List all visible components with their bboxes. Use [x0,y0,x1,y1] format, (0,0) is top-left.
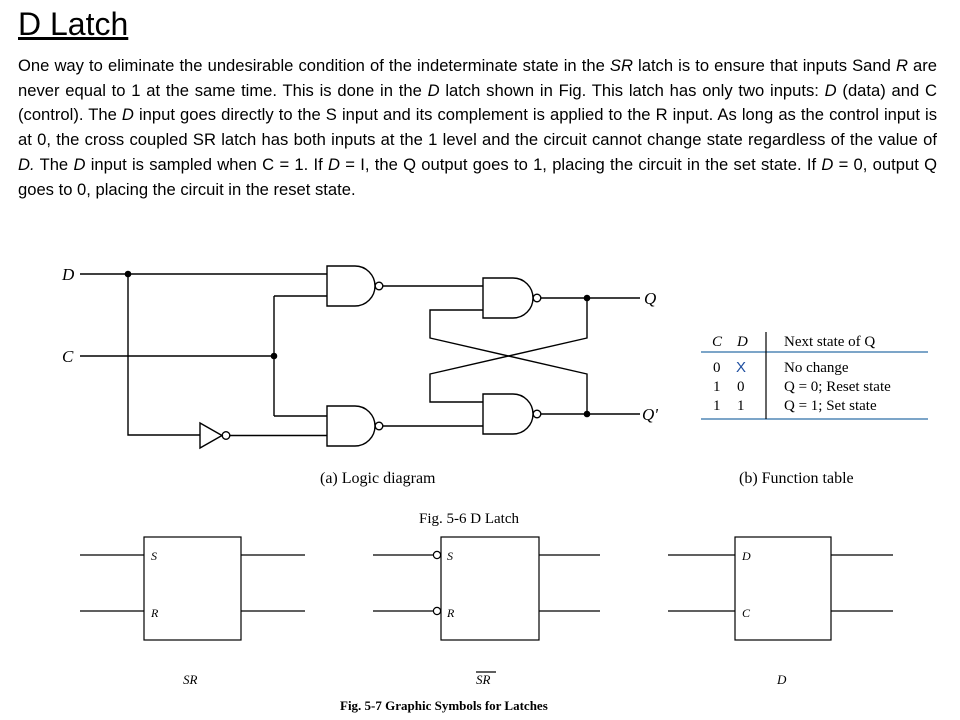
intro-segment: R [895,56,908,75]
intro-segment: = I, the Q output goes to 1, placing the… [340,154,822,174]
intro-segment: input goes directly to the S input and i… [18,105,937,150]
sr-bar-symbol-in2-bubble [432,606,442,616]
inverter-bubble [221,431,231,441]
logic-diagram: D C Q [61,265,658,450]
intro-segment: latch is to ensure that inputs Sand [632,56,896,75]
table-row-3-next: Q = 1; Set state [784,398,877,414]
sr-symbol-in1-label: S [151,549,157,563]
intro-segment: = 0, output Q goes to 0, placing the cir… [18,154,937,199]
table-row-2-d: 0 [737,379,745,395]
output-q-label: Q [644,289,656,308]
table-header-next: Next state of Q [784,334,875,350]
output-q-prime-label: Q' [642,405,658,424]
intro-segment: D [824,80,837,100]
nand-gate-2 [326,405,376,447]
sr-bar-symbol-in1-bubble [432,550,442,560]
sr-bar-symbol-in1-label: S [447,549,453,563]
sr-bar-symbol-caption: SR [476,672,491,687]
table-row-2-c: 1 [713,379,721,395]
fig-5-6-caption: Fig. 5-6 D Latch [419,511,519,527]
nand-gate-1 [326,265,376,307]
nand-gate-4-bubble [532,409,542,419]
inverter-gate [199,421,224,450]
input-c-label: C [62,347,74,366]
intro-segment: D [121,105,134,125]
table-header-d: D [736,334,748,350]
intro-segment: D [328,154,341,174]
d-symbol-box [734,536,832,641]
input-d-label: D [61,265,75,284]
logic-diagram-caption: (a) Logic diagram [320,470,436,487]
table-row-1-next: No change [784,360,849,376]
d-symbol-caption: D [776,672,787,687]
nand-gate-2-bubble [374,421,384,431]
nand-gate-3-bubble [532,293,542,303]
intro-segment: D. [18,154,35,174]
table-row-1-c: 0 [713,360,721,376]
feedback-qprime-to-gate3 [429,309,588,414]
sr-bar-symbol: S R SR [373,536,600,687]
function-table-caption: (b) Function table [739,470,854,487]
sr-symbol-box [143,536,242,641]
table-row-2-next: Q = 0; Reset state [784,379,891,395]
intro-segment: The [34,154,74,174]
intro-segment: latch shown in Fig. This latch has only … [439,80,825,100]
sr-bar-symbol-box [440,536,540,641]
wire-d-to-inverter [127,274,200,436]
intro-segment: SR [609,56,633,75]
d-symbol-in2-label: C [742,606,751,620]
table-row-3-d: 1 [737,398,745,414]
fig-5-7-caption: Fig. 5-7 Graphic Symbols for Latches [340,698,548,713]
feedback-q-to-gate4 [429,298,588,403]
d-symbol: D C D [668,536,893,687]
intro-segment: D [427,80,440,100]
intro-paragraph: One way to eliminate the undesirable con… [18,54,937,202]
intro-segment: input is sampled when C = 1. If [85,154,329,174]
table-row-3-c: 1 [713,398,721,414]
sr-bar-symbol-in2-label: R [446,606,455,620]
sr-symbol-caption: SR [183,672,198,687]
function-table: C D Next state of Q 0 X No change 1 0 Q … [701,332,928,420]
intro-segment: D [73,154,86,174]
table-row-1-d: X [736,359,746,376]
intro-segment: are never equal to 1 at the same time. T… [18,56,937,100]
nand-gate-3 [482,277,534,319]
intro-segment: D [821,154,834,174]
intro-segment: One way to eliminate the undesirable con… [18,56,610,75]
sr-symbol-in2-label: R [150,606,159,620]
table-header-c: C [712,334,723,350]
nand-gate-1-bubble [374,281,384,291]
d-symbol-in1-label: D [741,549,751,563]
intro-segment: (data) and C (control). The [18,80,937,125]
nand-gate-4 [482,393,534,435]
sr-symbol: S R SR [80,536,305,687]
page-title: D Latch [18,6,129,42]
